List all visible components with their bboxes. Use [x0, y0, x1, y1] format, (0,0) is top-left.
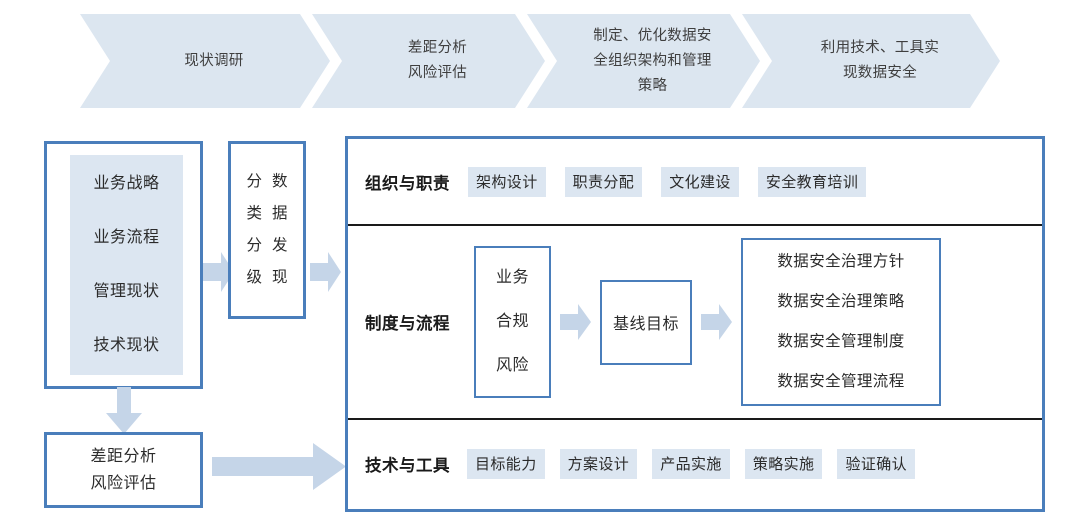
tag-item[interactable]: 职责分配 [564, 166, 643, 197]
chevron-step-1[interactable]: 现状调研 [80, 14, 330, 108]
tag-item[interactable]: 验证确认 [837, 448, 916, 479]
classify-char: 分 [246, 237, 262, 254]
chevron-step-3[interactable]: 制定、优化数据安 全组织架构和管理 策略 [527, 14, 760, 108]
tag-item[interactable]: 架构设计 [468, 166, 546, 197]
row-title-policy-process: 制度与流程 [365, 315, 450, 333]
survey-item: 技术现状 [93, 337, 160, 354]
policy-item: 数据安全管理流程 [777, 373, 905, 390]
survey-item: 业务流程 [93, 229, 160, 246]
policy-output-list-box[interactable]: 数据安全治理方针 数据安全治理策略 数据安全管理制度 数据安全管理流程 [741, 238, 941, 406]
policy-item: 数据安全管理制度 [777, 333, 905, 350]
survey-item: 管理现状 [93, 283, 160, 300]
tag-item[interactable]: 策略实施 [744, 448, 823, 479]
panel-row-policy-process: 制度与流程 业务 合规 风险 基线目标 [348, 224, 1042, 420]
data-classification-box[interactable]: 分 类 分 级 数 据 发 现 [228, 141, 306, 319]
tag-item[interactable]: 安全教育培训 [757, 166, 867, 197]
survey-item: 业务战略 [93, 175, 160, 192]
classify-char: 类 [246, 205, 262, 222]
bcr-item: 业务 [495, 269, 529, 286]
classify-char: 据 [272, 205, 288, 222]
gap-analysis-box[interactable]: 差距分析 风险评估 [44, 432, 203, 508]
classify-char: 现 [272, 269, 288, 286]
arrow-right-icon [203, 252, 234, 292]
chevron-step-2-label: 差距分析 风险评估 [407, 40, 468, 81]
classify-char: 级 [246, 269, 262, 286]
classify-column-left: 分 类 分 级 [246, 166, 262, 294]
tag-item[interactable]: 目标能力 [467, 448, 545, 479]
policy-process-content: 业务 合规 风险 基线目标 [474, 238, 941, 406]
arrow-right-icon [560, 304, 591, 340]
gap-item: 差距分析 [90, 448, 157, 465]
classify-column-right: 数 据 发 现 [272, 166, 288, 294]
row-title-technology-tools: 技术与工具 [365, 456, 450, 475]
process-flow-chevrons: 现状调研 差距分析 风险评估 制定、优化数据安 全组织架构和管理 策略 利用技术… [0, 0, 1080, 122]
row-title-organization: 组织与职责 [365, 174, 450, 193]
gap-item: 风险评估 [90, 475, 157, 492]
chevron-step-4-label: 利用技术、工具实 现数据安全 [820, 40, 940, 81]
chevron-step-1-label: 现状调研 [184, 52, 244, 69]
technology-tag-list: 目标能力 方案设计 产品实施 策略实施 验证确认 [467, 448, 916, 479]
panel-row-organization: 组织与职责 架构设计 职责分配 文化建设 安全教育培训 [348, 139, 1042, 224]
governance-framework-panel: 组织与职责 架构设计 职责分配 文化建设 安全教育培训 制度与流程 业务 合规 … [345, 136, 1045, 512]
chevron-step-3-label: 制定、优化数据安 全组织架构和管理 策略 [593, 27, 712, 94]
policy-item: 数据安全治理方针 [777, 253, 905, 270]
chevron-step-2[interactable]: 差距分析 风险评估 [312, 14, 545, 108]
classify-char: 发 [272, 237, 288, 254]
business-compliance-risk-box[interactable]: 业务 合规 风险 [474, 246, 551, 398]
arrow-down-icon [106, 387, 142, 434]
arrow-right-long-icon [212, 443, 346, 490]
panel-row-technology-tools: 技术与工具 目标能力 方案设计 产品实施 策略实施 验证确认 [348, 420, 1042, 507]
chevron-step-4[interactable]: 利用技术、工具实 现数据安全 [742, 14, 1000, 108]
tag-item[interactable]: 产品实施 [652, 448, 730, 479]
bcr-item: 合规 [495, 313, 529, 330]
baseline-target-box[interactable]: 基线目标 [600, 279, 692, 365]
bcr-item: 风险 [495, 357, 529, 374]
baseline-target-label: 基线目标 [612, 316, 679, 333]
classify-char: 分 [246, 173, 262, 190]
arrow-right-icon [701, 304, 732, 340]
classify-char: 数 [272, 173, 288, 190]
current-state-survey-items: 业务战略 业务流程 管理现状 技术现状 [70, 155, 183, 375]
arrow-right-icon [310, 252, 341, 292]
policy-item: 数据安全治理策略 [777, 293, 905, 310]
organization-tag-list: 架构设计 职责分配 文化建设 安全教育培训 [468, 166, 867, 197]
tag-item[interactable]: 方案设计 [559, 448, 638, 479]
tag-item[interactable]: 文化建设 [661, 166, 739, 197]
